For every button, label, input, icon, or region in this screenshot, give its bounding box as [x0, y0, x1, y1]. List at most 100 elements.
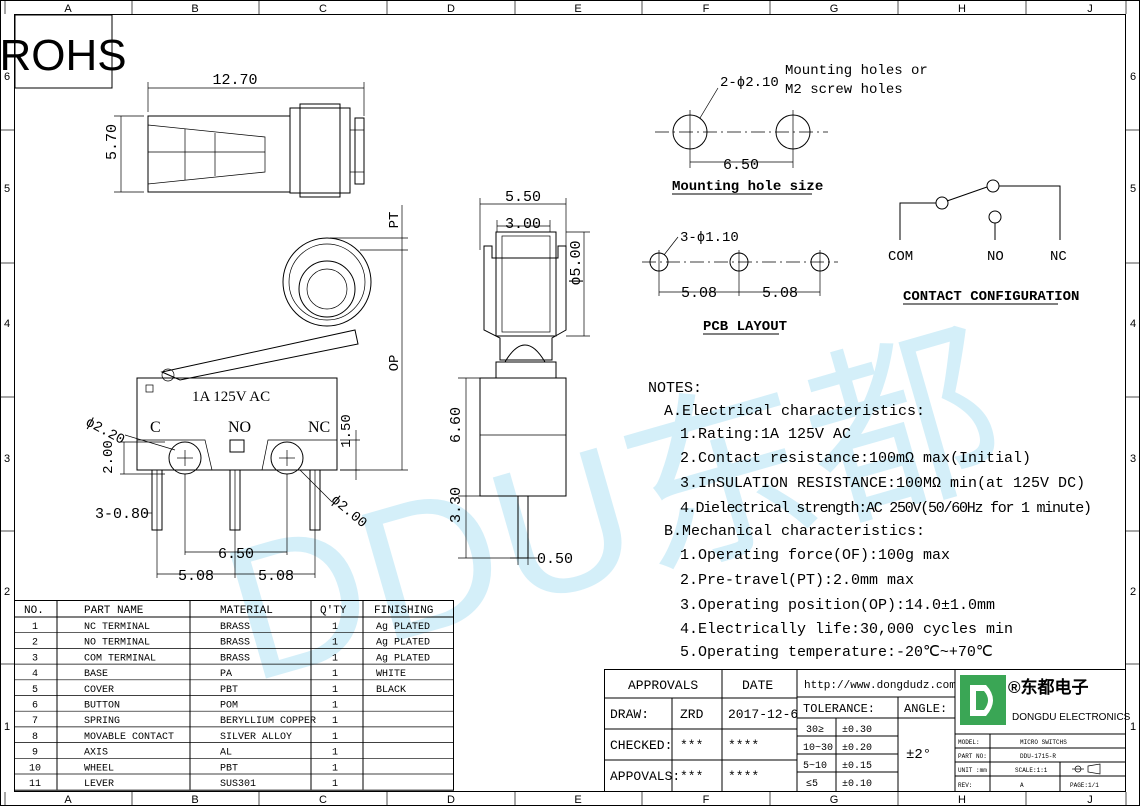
- bom-cell: 1: [332, 748, 338, 759]
- tb-rev: A: [1020, 782, 1024, 789]
- note-a-2: 2.Contact resistance:100mΩ max(Initial): [680, 450, 1031, 467]
- bom-cell: WHITE: [376, 669, 406, 680]
- grid-row-3-left: 3: [4, 453, 10, 465]
- bom-cell: SUS301: [220, 779, 256, 790]
- bom-cell: 3: [32, 653, 38, 664]
- terminal-nc: NC: [308, 419, 330, 436]
- end-width-dim: 5.50: [505, 189, 541, 206]
- note-a-3: 3.InSULATION RESISTANCE:100MΩ min(at 125…: [680, 475, 1085, 492]
- tb-draw: DRAW:: [610, 707, 649, 722]
- tb-angle: ANGLE:: [904, 702, 947, 716]
- bom-cell: BRASS: [220, 622, 250, 633]
- grid-col-B-bottom: B: [191, 794, 198, 806]
- bom-cell: BUTTON: [84, 701, 120, 712]
- bom-header-3: Q'TY: [320, 605, 347, 617]
- bom-cell: 2: [32, 638, 38, 649]
- grid-col-A-bottom: A: [64, 794, 72, 806]
- bom-cell: POM: [220, 701, 238, 712]
- company-en: DONGDU ELECTRONICS: [1012, 712, 1131, 723]
- mounting-holes: Mounting holes or M2 screw holes 2-ϕ2.10…: [655, 63, 928, 195]
- bom-header-2: MATERIAL: [220, 605, 273, 617]
- grid-row-4-left: 4: [4, 318, 10, 330]
- notes: NOTES: A.Electrical characteristics: 1.R…: [648, 380, 1092, 661]
- grid-col-D-bottom: D: [447, 794, 455, 806]
- tb-model: MICRO SWITCHS: [1020, 739, 1067, 746]
- pcb-pitch-a: 5.08: [681, 285, 717, 302]
- bom-cell: 11: [29, 779, 41, 790]
- bom-cell: AXIS: [84, 748, 108, 759]
- note-a-4: 4.Dielectrical strength:AC 250V(50/60Hz …: [680, 500, 1092, 517]
- tol-val-3: ±0.15: [842, 761, 872, 772]
- tb-partno: DDU-1715-R: [1020, 753, 1056, 760]
- tb-checked-by: ***: [680, 738, 703, 753]
- bom-cell: COVER: [84, 685, 114, 696]
- bom-cell: MOVABLE CONTACT: [84, 732, 174, 743]
- terminal-c: C: [150, 419, 161, 436]
- note-a-1: 1.Rating:1A 125V AC: [680, 426, 851, 443]
- grid-row-1-left: 1: [4, 721, 10, 733]
- grid-col-H-bottom: H: [958, 794, 966, 806]
- rohs-label: ROHS: [0, 31, 127, 80]
- rohs-box: [14, 14, 113, 89]
- tb-angle-val: ±2°: [906, 747, 931, 763]
- side-rating: 1A 125V AC: [192, 389, 270, 405]
- tb-draw-by: ZRD: [680, 707, 704, 722]
- tol-val-2: ±0.20: [842, 743, 872, 754]
- grid-col-C-top: C: [319, 3, 327, 15]
- tb-appovals-date: ****: [728, 769, 759, 784]
- tb-appovals: APPOVALS:: [610, 769, 680, 784]
- tol-val-1: ±0.30: [842, 725, 872, 736]
- grid-row-3-right: 3: [1130, 453, 1136, 465]
- note-b-4: 4.Electrically life:30,000 cycles min: [680, 621, 1013, 638]
- notes-title: NOTES:: [648, 380, 702, 397]
- grid-col-E-top: E: [574, 3, 581, 15]
- grid-row-5-left: 5: [4, 183, 10, 195]
- grid-col-J-bottom: J: [1087, 794, 1093, 806]
- grid-col-F-top: F: [703, 3, 710, 15]
- bom-cell: 1: [332, 653, 338, 664]
- pcb-title: PCB LAYOUT: [703, 319, 787, 335]
- contact-com: COM: [888, 249, 913, 265]
- top-width-dim: 12.70: [212, 72, 257, 89]
- tb-date: DATE: [742, 678, 773, 693]
- company-logo-icon: [960, 675, 1006, 725]
- mounting-note-1: Mounting holes or: [785, 63, 928, 79]
- terminal-no: NO: [228, 419, 251, 436]
- pcb-hole-dim: 3-ϕ1.10: [680, 230, 739, 246]
- grid-row-1-right: 1: [1130, 721, 1136, 733]
- note-b-2: 2.Pre-travel(PT):2.0mm max: [680, 572, 914, 589]
- contact-configuration: COM NO NC CONTACT CONFIGURATION: [888, 179, 1079, 305]
- title-block: APPROVALS DATE DRAW: ZRD 2017-12-6 CHECK…: [604, 669, 1131, 792]
- mounting-hole-dim: 2-ϕ2.10: [720, 75, 779, 91]
- bom-cell: 1: [332, 685, 338, 696]
- notes-b-title: B.Mechanical characteristics:: [664, 523, 925, 540]
- grid-row-2-right: 2: [1130, 586, 1136, 598]
- side-5.08-b: 5.08: [258, 568, 294, 585]
- bom-cell: 10: [29, 763, 41, 774]
- side-pt-label: PT: [387, 212, 403, 229]
- tb-url: http://www.dongdudz.com: [804, 680, 956, 692]
- grid-col-D-top: D: [447, 3, 455, 15]
- bom-cell: 1: [332, 716, 338, 727]
- bom-cell: 5: [32, 685, 38, 696]
- bom-cell: 1: [332, 638, 338, 649]
- tb-partno-lbl: PART NO:: [958, 753, 987, 760]
- bom-cell: BRASS: [220, 653, 250, 664]
- grid-row-6-right: 6: [1130, 71, 1136, 83]
- bom-cell: PA: [220, 669, 232, 680]
- bom-cell: 1: [332, 732, 338, 743]
- tb-rev-lbl: REV:: [958, 782, 972, 789]
- side-pin-dim: 3-0.80: [95, 506, 149, 523]
- bom-cell: BLACK: [376, 685, 406, 696]
- tb-draw-date: 2017-12-6: [728, 707, 798, 722]
- grid-col-C-bottom: C: [319, 794, 327, 806]
- tb-model-lbl: MODEL:: [958, 739, 980, 746]
- bom-cell: BERYLLIUM COPPER: [220, 716, 316, 727]
- mounting-pitch-dim: 6.50: [723, 157, 759, 174]
- bom-cell: BASE: [84, 669, 108, 680]
- bom-cell: 8: [32, 732, 38, 743]
